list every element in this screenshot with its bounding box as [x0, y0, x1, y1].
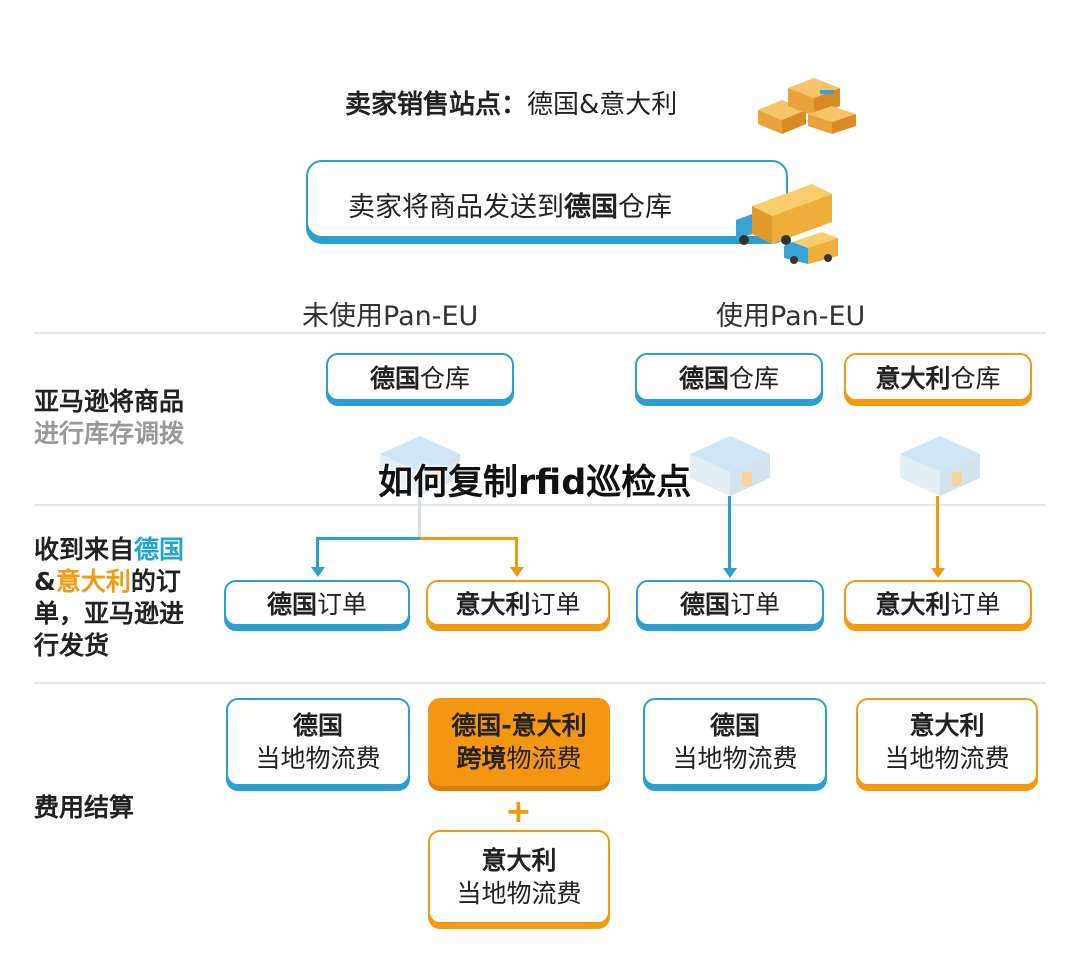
row-label-inventory-line2: 进行库存调拨: [34, 419, 185, 448]
fee-box-cross-border: 德国-意大利 跨境物流费: [428, 698, 610, 786]
row-label-orders-f: 单，亚马逊进: [34, 599, 185, 628]
fee-box-germany-local-1: 德国 当地物流费: [226, 698, 410, 786]
fee-1-bottom: 当地物流费: [255, 744, 381, 773]
arrow-down-icon: [311, 567, 325, 577]
fee-4-top: 意大利: [909, 711, 985, 740]
warehouse-box-germany-2: 德国仓库: [635, 353, 823, 401]
fee-4-bottom: 当地物流费: [884, 744, 1010, 773]
warehouse-1-bold: 德国: [369, 364, 420, 393]
warehouse-building-icon: [900, 436, 980, 496]
header-title-bold: 卖家销售站点：: [345, 90, 528, 120]
arrow-down-icon: [510, 567, 524, 577]
row-label-orders-italy: 意大利: [55, 567, 131, 596]
order-box-germany-2: 德国订单: [636, 580, 824, 626]
fee-3-top: 德国: [709, 711, 760, 740]
connector-left-orange-v: [515, 537, 518, 567]
fee-box-germany-local-2: 德国 当地物流费: [643, 698, 827, 786]
row-label-orders-amp: &: [34, 567, 56, 596]
fee-box-italy-local-2: 意大利 当地物流费: [428, 830, 610, 924]
plus-sign: +: [505, 792, 532, 830]
column-label-no-pan-eu: 未使用Pan-EU: [302, 301, 479, 332]
banner-text: 卖家将商品发送到德国仓库: [348, 185, 672, 224]
banner-text-bold: 德国: [564, 192, 618, 223]
fee-2-bottom-bold: 跨境: [456, 744, 507, 773]
connector-left-blue-h: [316, 537, 420, 540]
parcel-boxes-icon: [758, 78, 856, 134]
order-2-rest: 订单: [530, 590, 581, 619]
warehouse-2-bold: 德国: [678, 364, 729, 393]
order-box-italy-2: 意大利订单: [844, 580, 1032, 626]
fee-5-top: 意大利: [481, 846, 557, 875]
row-label-orders: 收到来自德国 &意大利的订 单，亚马逊进 行发货: [34, 534, 184, 662]
fee-2-top: 德国-意大利: [451, 711, 587, 740]
delivery-truck-icon: [736, 184, 838, 264]
banner-text-pre: 卖家将商品发送到: [348, 192, 564, 223]
header-title: 卖家销售站点：德国&意大利: [345, 84, 677, 121]
row-label-orders-g: 行发货: [34, 631, 110, 660]
banner-box: [306, 160, 788, 238]
header-title-sites: 德国&意大利: [527, 90, 678, 120]
warehouse-building-icon: [690, 436, 770, 496]
order-3-rest: 订单: [730, 590, 781, 619]
order-1-bold: 德国: [266, 590, 317, 619]
connector-right-orange: [936, 496, 939, 568]
warehouse-box-germany-1: 德国仓库: [326, 353, 514, 401]
fee-box-italy-local-1: 意大利 当地物流费: [856, 698, 1038, 786]
connector-left-trunk: [418, 496, 421, 538]
warehouse-2-rest: 仓库: [729, 364, 780, 393]
warehouse-building-icon: [380, 436, 460, 496]
arrow-down-icon: [723, 568, 737, 578]
connector-mid-blue: [728, 496, 731, 568]
row-label-inventory: 亚马逊将商品 进行库存调拨: [34, 386, 184, 450]
row-label-orders-e: 的订: [130, 567, 181, 596]
fee-5-bottom: 当地物流费: [456, 879, 582, 908]
order-box-germany-1: 德国订单: [224, 580, 410, 626]
divider-bottom: [34, 682, 1046, 684]
fee-1-top: 德国: [292, 711, 343, 740]
warehouse-box-italy: 意大利仓库: [844, 353, 1032, 401]
fee-2-bottom-rest: 物流费: [506, 744, 582, 773]
warehouse-3-bold: 意大利: [875, 364, 951, 393]
row-label-orders-germany: 德国: [134, 535, 185, 564]
connector-left-blue-v: [316, 537, 319, 567]
order-2-bold: 意大利: [455, 590, 531, 619]
row-label-inventory-line1: 亚马逊将商品: [34, 387, 185, 416]
column-label-pan-eu: 使用Pan-EU: [716, 301, 866, 332]
row-label-orders-a: 收到来自: [34, 535, 135, 564]
order-4-bold: 意大利: [875, 590, 951, 619]
warehouse-3-rest: 仓库: [950, 364, 1001, 393]
order-box-italy-1: 意大利订单: [426, 580, 610, 626]
divider-top: [34, 332, 1046, 334]
order-3-bold: 德国: [679, 590, 730, 619]
order-4-rest: 订单: [950, 590, 1001, 619]
banner-text-post: 仓库: [618, 192, 672, 223]
order-1-rest: 订单: [317, 590, 368, 619]
divider-middle: [34, 504, 1046, 506]
fee-3-bottom: 当地物流费: [672, 744, 798, 773]
overlay-title: 如何复制rfid巡检点: [378, 463, 692, 503]
connector-left-orange-h: [420, 537, 518, 540]
warehouse-1-rest: 仓库: [420, 364, 471, 393]
row-label-fees: 费用结算: [34, 793, 135, 822]
arrow-down-icon: [931, 568, 945, 578]
